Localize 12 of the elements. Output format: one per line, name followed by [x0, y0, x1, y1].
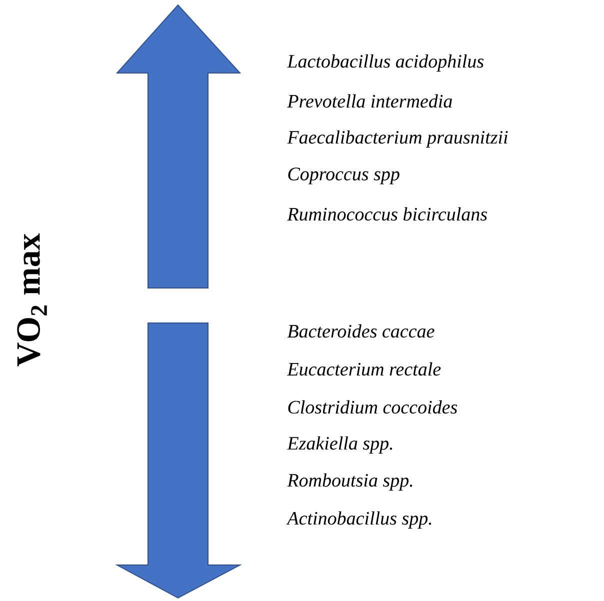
- species-name: Coproccus spp: [288, 168, 400, 184]
- species-name: Ruminococcus bicirculans: [287, 207, 487, 221]
- species-name: Prevotella intermedia: [287, 94, 452, 108]
- species-name: Ezakiella spp.: [286, 436, 392, 454]
- species-name: Faecalibacterium prausnitzii: [287, 130, 508, 148]
- axis-title: VO$_{2}$ max: [17, 233, 47, 366]
- species-name: Lactobacillus acidophilus: [286, 54, 484, 72]
- species-name: Clostridium coccoides: [288, 400, 458, 414]
- species-name: Eucacterium rectale: [286, 362, 441, 376]
- species-name: Actinobacillus spp.: [286, 511, 432, 529]
- species-name: Romboutsia spp.: [287, 473, 412, 491]
- species-name: Bacteroides caccae: [287, 324, 434, 338]
